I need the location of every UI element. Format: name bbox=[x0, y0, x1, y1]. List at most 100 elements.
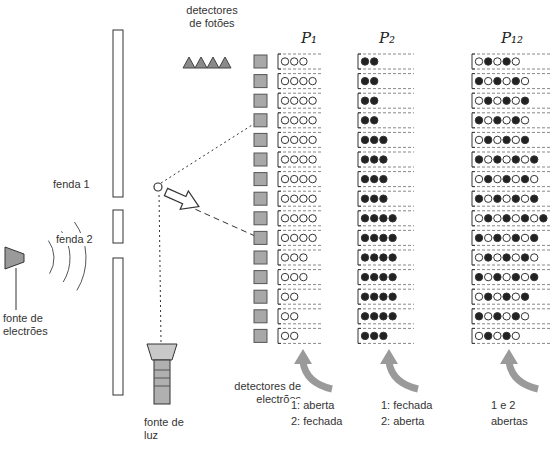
row-divider bbox=[278, 304, 322, 305]
electron-hit-filled bbox=[512, 77, 519, 84]
row-divider bbox=[472, 112, 552, 113]
row-bracket bbox=[472, 250, 475, 265]
row-divider bbox=[278, 250, 322, 251]
row-bracket bbox=[472, 328, 475, 343]
row-divider bbox=[472, 323, 552, 324]
electron-hit-open bbox=[300, 77, 307, 84]
electron-hit-open bbox=[512, 175, 519, 182]
row-bracket bbox=[358, 270, 361, 285]
row-divider bbox=[358, 152, 414, 153]
electron-hit-open bbox=[521, 234, 528, 241]
electron-hit-open bbox=[485, 234, 492, 241]
row-divider bbox=[358, 127, 414, 128]
electron-hit-open bbox=[309, 175, 316, 182]
electron-hit-filled bbox=[371, 58, 378, 65]
electron-hit-filled bbox=[485, 293, 492, 300]
electron-hit-open bbox=[485, 313, 492, 320]
electron-hit-filled bbox=[361, 293, 368, 300]
electron-hit-open bbox=[291, 117, 298, 124]
row-divider bbox=[472, 225, 552, 226]
row-bracket bbox=[358, 289, 361, 304]
electron-hit-open bbox=[300, 97, 307, 104]
electron-hit-filled bbox=[380, 175, 387, 182]
row-divider bbox=[278, 112, 322, 113]
electron-hit-open bbox=[281, 313, 288, 320]
electron-hit-open bbox=[521, 117, 528, 124]
row-divider bbox=[358, 54, 414, 55]
electron-hit-open bbox=[494, 215, 501, 222]
electron-hit-filled bbox=[361, 136, 368, 143]
electron-hit-filled bbox=[494, 195, 501, 202]
electron-hit-filled bbox=[361, 313, 368, 320]
row-bracket bbox=[278, 132, 281, 147]
electron-hit-open bbox=[309, 215, 316, 222]
row-divider bbox=[278, 132, 322, 133]
electron-hit-open bbox=[475, 175, 482, 182]
electron-hit-open bbox=[512, 332, 519, 339]
electron-detector bbox=[254, 75, 267, 88]
electron-hit-filled bbox=[521, 293, 528, 300]
electron-hit-filled bbox=[485, 332, 492, 339]
electron-hit-open bbox=[475, 293, 482, 300]
row-bracket bbox=[472, 230, 475, 245]
electron-hit-filled bbox=[494, 77, 501, 84]
electron-hit-filled bbox=[512, 156, 519, 163]
electron-hit-open bbox=[300, 58, 307, 65]
electron-hit-open bbox=[485, 77, 492, 84]
electron-hit-open bbox=[309, 97, 316, 104]
row-divider bbox=[358, 284, 414, 285]
electron-hit-open bbox=[512, 136, 519, 143]
row-divider bbox=[472, 289, 552, 290]
row-divider bbox=[472, 210, 552, 211]
electron-hit-filled bbox=[485, 97, 492, 104]
electron-hit-open bbox=[475, 254, 482, 261]
row-bracket bbox=[472, 74, 475, 89]
row-bracket bbox=[472, 132, 475, 147]
electron-hit-open bbox=[300, 136, 307, 143]
row-divider bbox=[472, 230, 552, 231]
row-bracket bbox=[358, 250, 361, 265]
row-bracket bbox=[278, 309, 281, 324]
electron-hit-open bbox=[494, 136, 501, 143]
light-source bbox=[154, 370, 170, 371]
electron-hit-open bbox=[512, 293, 519, 300]
light-source bbox=[154, 360, 170, 404]
row-divider bbox=[358, 230, 414, 231]
electron-hit-filled bbox=[475, 234, 482, 241]
electron-hit-open bbox=[309, 156, 316, 163]
row-divider bbox=[278, 54, 322, 55]
scattered-photon bbox=[161, 120, 260, 183]
electron-hit-filled bbox=[503, 175, 510, 182]
electron-hit-filled bbox=[371, 117, 378, 124]
electron-hit-open bbox=[281, 175, 288, 182]
electron-hit-filled bbox=[361, 175, 368, 182]
row-divider bbox=[278, 206, 322, 207]
electron-hit-filled bbox=[512, 273, 519, 280]
electron-source bbox=[5, 247, 24, 269]
electron-hit-open bbox=[291, 175, 298, 182]
electron-hit-open bbox=[300, 117, 307, 124]
row-bracket bbox=[358, 191, 361, 206]
electron-hit-open bbox=[531, 254, 538, 261]
row-divider bbox=[472, 304, 552, 305]
row-divider bbox=[472, 88, 552, 89]
row-divider bbox=[358, 132, 414, 133]
electron-hit-open bbox=[281, 254, 288, 261]
electron-hit-open bbox=[281, 77, 288, 84]
row-divider bbox=[472, 171, 552, 172]
electron-hit-open bbox=[281, 58, 288, 65]
light-ray bbox=[159, 192, 161, 342]
photon-detector bbox=[183, 57, 195, 68]
distribution-label: P₁ bbox=[300, 30, 332, 47]
row-bracket bbox=[278, 191, 281, 206]
row-bracket bbox=[472, 54, 475, 69]
electron-detector bbox=[254, 173, 267, 186]
electron-hit-open bbox=[521, 77, 528, 84]
electron-hit-filled bbox=[380, 332, 387, 339]
row-divider bbox=[358, 323, 414, 324]
electron-hit-filled bbox=[503, 254, 510, 261]
electron-hit-filled bbox=[389, 293, 396, 300]
row-divider bbox=[358, 328, 414, 329]
row-divider bbox=[472, 108, 552, 109]
electron-detector bbox=[254, 231, 267, 244]
